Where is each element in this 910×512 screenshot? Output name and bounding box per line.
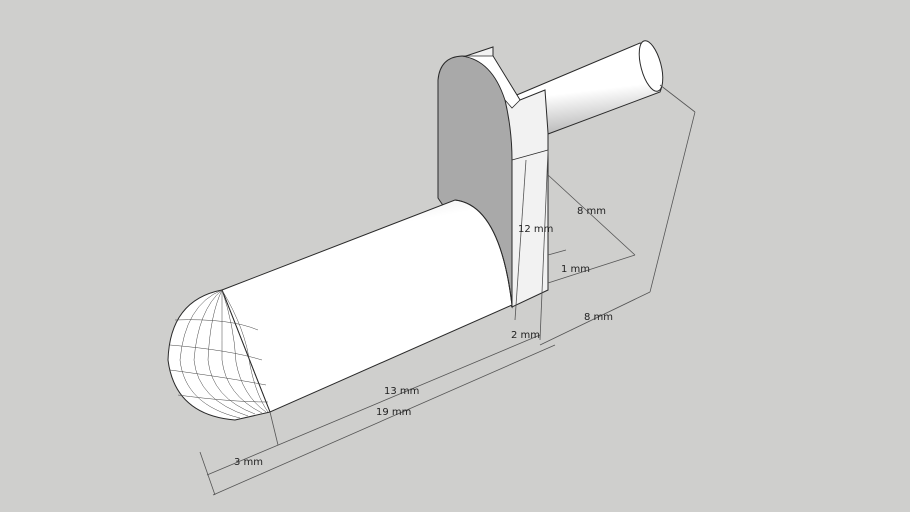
dimension-label-2mm: 2 mm <box>511 330 541 341</box>
dimension-label-8mm-bottom: 8 mm <box>584 312 614 323</box>
dimension-lines <box>199 84 696 496</box>
hemisphere-tip <box>167 289 271 421</box>
dimension-label-19mm: 19 mm <box>376 407 412 418</box>
dimension-label-13mm: 13 mm <box>384 386 420 397</box>
dimension-label-8mm-top: 8 mm <box>577 206 607 217</box>
main-cylinder <box>221 199 513 413</box>
dimension-label-1mm: 1 mm <box>561 264 591 275</box>
rear-rod <box>511 40 664 135</box>
dimension-label-3mm: 3 mm <box>234 457 264 468</box>
dimension-label-12mm: 12 mm <box>518 224 554 235</box>
